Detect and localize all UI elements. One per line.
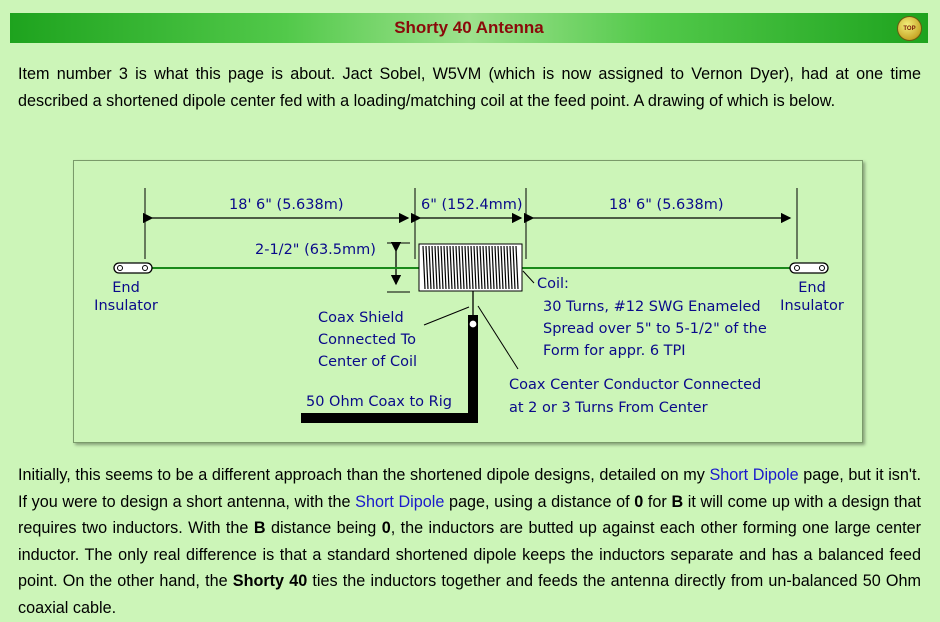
coax-horizontal xyxy=(301,413,478,423)
coil-turn xyxy=(491,245,495,290)
page-title: Shorty 40 Antenna xyxy=(394,18,544,37)
body-text-4: for xyxy=(643,492,672,511)
coil-turn xyxy=(425,245,429,290)
body-text-6: distance being xyxy=(265,519,382,537)
coil-turn xyxy=(515,245,519,290)
body-text-7: , the inductors are butted up against ea… xyxy=(18,519,921,590)
coil-turn xyxy=(512,245,516,290)
coax-label: 50 Ohm Coax to Rig xyxy=(306,394,452,410)
dim-left-label: 18' 6" (5.638m) xyxy=(229,197,344,213)
center-conductor-pointer xyxy=(477,305,519,370)
coil-turn xyxy=(461,245,465,290)
page-header: Shorty 40 Antenna TOP xyxy=(10,13,928,43)
coil-turn xyxy=(494,245,498,290)
coil-turn xyxy=(464,245,468,290)
short-dipole-link-2[interactable]: Short Dipole xyxy=(355,492,445,511)
intro-paragraph: Item number 3 is what this page is about… xyxy=(18,65,921,110)
coil-turn xyxy=(488,245,492,290)
coil-turn xyxy=(455,245,459,290)
bold-b-2: B xyxy=(253,519,266,537)
coil-turn xyxy=(473,245,477,290)
coil-turn xyxy=(434,245,438,290)
bold-zero-2: 0 xyxy=(381,519,391,537)
coil-turn xyxy=(446,245,450,290)
shield-label-3: Center of Coil xyxy=(318,354,417,370)
shield-label-2: Connected To xyxy=(318,332,416,348)
coil-turn xyxy=(431,245,435,290)
shield-label-1: Coax Shield xyxy=(318,310,404,326)
coax-connection-point xyxy=(468,319,478,329)
coil-turn xyxy=(422,245,426,290)
body-text-8: ties the inductors together and feeds th… xyxy=(18,572,921,617)
right-insulator xyxy=(789,262,829,274)
body-text-3: page, using a distance of xyxy=(444,492,635,511)
short-dipole-link-1[interactable]: Short Dipole xyxy=(709,466,799,484)
coil-turn xyxy=(428,245,432,290)
coil-spec-line-3: Form for appr. 6 TPI xyxy=(543,343,686,359)
coil-turn xyxy=(485,245,489,290)
shorty-40-bold: Shorty 40 xyxy=(232,572,308,590)
coax-vertical xyxy=(468,315,478,419)
coil-turn xyxy=(506,245,510,290)
center-conductor-label-1: Coax Center Conductor Connected xyxy=(509,377,761,393)
dim-right-label: 18' 6" (5.638m) xyxy=(609,197,724,213)
coil-spec-line-1: 30 Turns, #12 SWG Enameled xyxy=(543,299,761,315)
center-conductor-label-2: at 2 or 3 Turns From Center xyxy=(509,400,708,416)
coil-turn xyxy=(503,245,507,290)
top-button-label: TOP xyxy=(903,25,916,32)
coil-label: Coil: xyxy=(537,276,569,292)
bold-zero-1: 0 xyxy=(634,492,644,511)
coil-turn xyxy=(440,245,444,290)
coil-turn xyxy=(509,245,513,290)
left-insulator-label-2: Insulator xyxy=(94,298,158,314)
shield-pointer xyxy=(423,306,470,326)
coil-turn xyxy=(497,245,501,290)
antenna-diagram: 18' 6" (5.638m) 6" (152.4mm) 18' 6" (5.6… xyxy=(73,160,863,443)
coil-spec-line-2: Spread over 5" to 5-1/2" of the xyxy=(543,321,767,337)
bold-b-1: B xyxy=(671,492,684,511)
coil-turn xyxy=(482,245,486,290)
coil-turn xyxy=(443,245,447,290)
right-insulator-label-2: Insulator xyxy=(780,298,844,314)
dim-center-label: 6" (152.4mm) xyxy=(421,197,523,213)
body-text-5: it will come up with a design that requi… xyxy=(18,492,921,538)
body-paragraph: Initially, this seems to be a different … xyxy=(18,462,921,621)
right-insulator-label-1: End xyxy=(798,280,826,296)
top-button[interactable]: TOP xyxy=(897,16,922,41)
coil-turn xyxy=(452,245,456,290)
body-text-1: Initially, this seems to be a different … xyxy=(18,466,710,484)
coil-turn xyxy=(467,245,471,290)
coil-turn xyxy=(476,245,480,290)
loading-coil xyxy=(418,243,523,292)
coil-turn xyxy=(449,245,453,290)
coil-turn xyxy=(479,245,483,290)
coil-diameter-label: 2-1/2" (63.5mm) xyxy=(255,242,376,258)
coil-turn xyxy=(500,245,504,290)
left-insulator xyxy=(113,262,153,274)
left-insulator-label-1: End xyxy=(112,280,140,296)
coil-turn xyxy=(437,245,441,290)
coil-turn xyxy=(470,245,474,290)
body-text-2: page, but it isn't. If you were to desig… xyxy=(18,466,921,511)
antenna-drawing: 18' 6" (5.638m) 6" (152.4mm) 18' 6" (5.6… xyxy=(94,188,844,423)
coil-turn xyxy=(458,245,462,290)
coil-pointer xyxy=(522,270,535,284)
